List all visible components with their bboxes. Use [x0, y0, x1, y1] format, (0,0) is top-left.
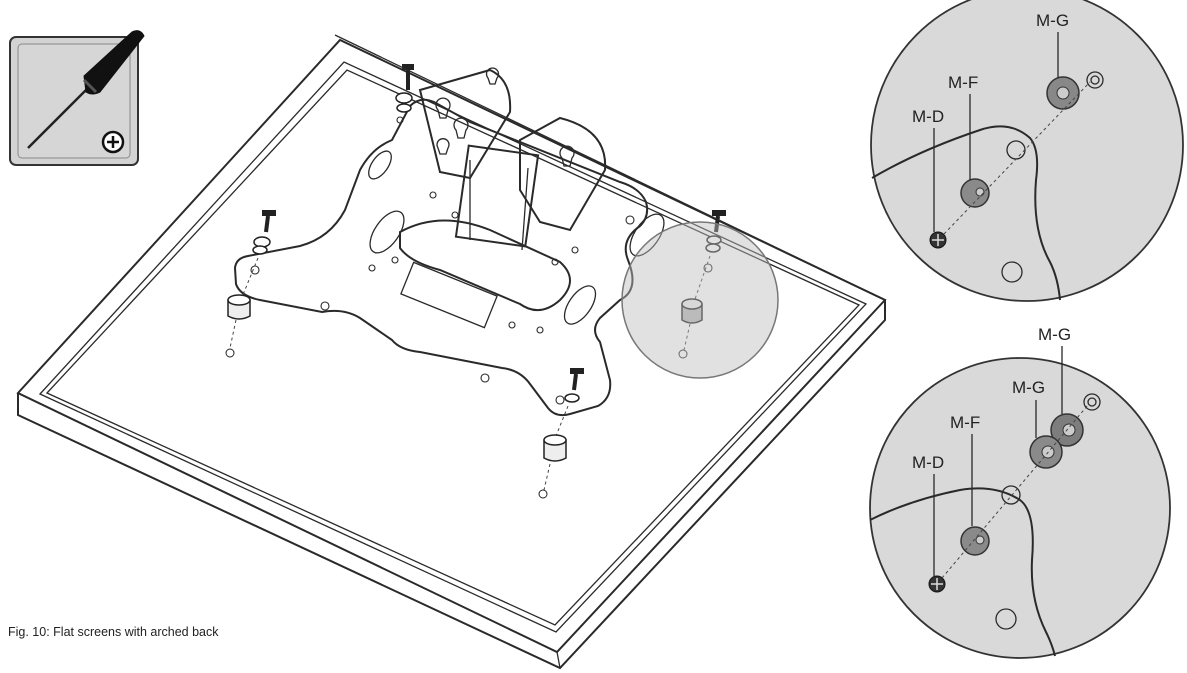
- phillips-screwdriver-icon: [9, 30, 145, 166]
- figure-caption: Fig. 10: Flat screens with arched back: [8, 625, 219, 639]
- label-m-g-bottom-1: M-G: [1012, 378, 1045, 397]
- detail-view-bottom: M-D M-F M-G M-G: [869, 325, 1171, 659]
- label-m-g-top: M-G: [1036, 11, 1069, 30]
- tilt-bracket: [399, 67, 607, 311]
- screw-left: [225, 210, 276, 358]
- tv-mount-exploded-view: [16, 34, 887, 670]
- detail-view-top: M-D M-F M-G: [870, 0, 1184, 302]
- label-m-g-bottom-2: M-G: [1038, 325, 1071, 344]
- label-m-f-top: M-F: [948, 73, 978, 92]
- hardware-set-main: [225, 64, 726, 499]
- label-m-d-bottom: M-D: [912, 453, 944, 472]
- label-m-f-bottom: M-F: [950, 413, 980, 432]
- magnifier-highlight: [621, 221, 779, 379]
- screw-bottom: [538, 368, 584, 499]
- screw-top: [395, 64, 414, 113]
- label-m-d-top: M-D: [912, 107, 944, 126]
